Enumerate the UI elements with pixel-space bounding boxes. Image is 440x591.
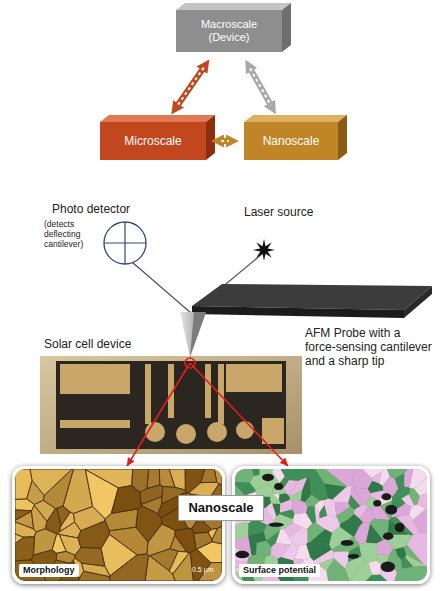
node-text: Surface potential (239, 564, 320, 577)
zoom-lead-line (190, 363, 277, 454)
morphology-texture (15, 469, 222, 581)
scale-box: Microscale (100, 122, 206, 160)
node-text: Microscale (124, 134, 181, 148)
zoom-lead-line (134, 363, 190, 454)
box-side-face (206, 115, 215, 160)
annotation: Photo detector (52, 202, 130, 216)
node-text: Macroscale (Device) (189, 18, 269, 44)
box-top-face (100, 115, 215, 122)
scale-arrow (219, 141, 231, 142)
node-text: Nanoscale (188, 500, 253, 516)
node-text: Solar cell device (44, 337, 131, 351)
photo-detector (104, 222, 146, 264)
image-panel: Surface potential (232, 466, 430, 584)
zoom-arrow (277, 454, 288, 466)
box-top-face (176, 3, 291, 10)
box-side-face (282, 3, 291, 52)
annotation: AFM Probe with a force-sensing cantileve… (305, 326, 433, 368)
solar-cell-picture (40, 356, 302, 454)
potential-texture (235, 469, 427, 581)
device-image: Solar cell device (40, 356, 302, 454)
scale-box: Nanoscale (244, 122, 338, 160)
scale-bar-label: 0.5 µm (192, 566, 214, 574)
box-top-face (244, 115, 347, 122)
scale-box: Macroscale (Device) (176, 10, 282, 52)
scale-label-box: Nanoscale (178, 495, 264, 521)
zoom-arrow (127, 454, 134, 466)
laser-star (253, 239, 275, 261)
annotation: Laser source (244, 205, 313, 219)
scale-arrow (176, 66, 205, 108)
box-side-face (338, 115, 347, 160)
node-text: Nanoscale (263, 134, 320, 148)
annotation: (detects deflecting cantilever) (44, 220, 104, 250)
probe-spot (185, 358, 195, 368)
reflected-beam (132, 262, 191, 313)
scale-arrow (249, 67, 272, 107)
node-text: Morphology (19, 564, 79, 577)
